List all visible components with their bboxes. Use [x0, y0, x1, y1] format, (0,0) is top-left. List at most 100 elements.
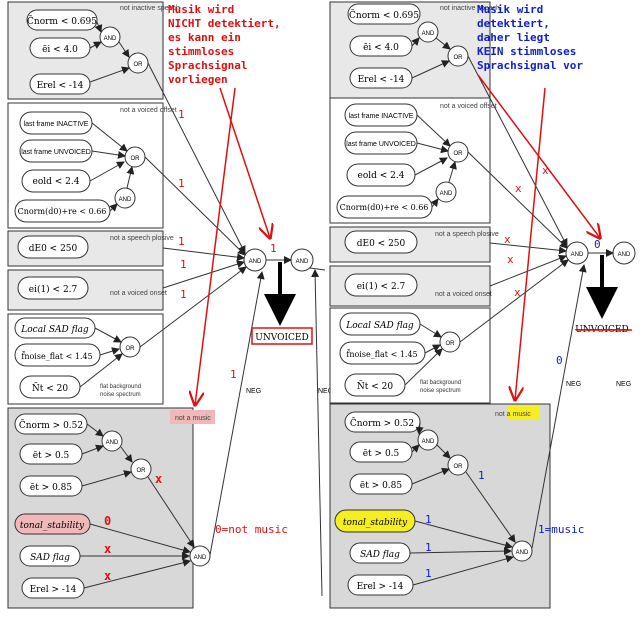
left-note-line1: Musik wird [168, 3, 234, 16]
right-group-6-box [329, 403, 551, 609]
svg-text:x: x [515, 182, 522, 195]
svg-text:last frame UNVOICED: last frame UNVOICED [346, 141, 416, 148]
right-cond-de0 [344, 230, 418, 254]
left-and-gate-3 [101, 430, 123, 452]
svg-text:AND: AND [618, 252, 631, 258]
svg-text:ei(1) < 2.7: ei(1) < 2.7 [357, 281, 406, 292]
svg-text:OR: OR [134, 62, 144, 68]
svg-text:f̄noise_flat < 1.45: f̄noise_flat < 1.45 [346, 349, 417, 359]
svg-text:ēi < 4.0: ēi < 4.0 [363, 43, 399, 53]
left-group-6-box [7, 407, 194, 609]
svg-text:AND: AND [119, 197, 132, 203]
svg-text:AND: AND [296, 259, 309, 265]
svg-text:OR: OR [446, 341, 456, 347]
svg-text:not a music: not a music [175, 415, 211, 422]
left-cond-de0 [17, 235, 89, 259]
left-group-1-label: not inactive speech [120, 5, 180, 12]
svg-text:not a voiced onset: not a voiced onset [435, 291, 492, 298]
svg-text:Cnorm(d0)+re < 0.66: Cnorm(d0)+re < 0.66 [340, 203, 429, 212]
left-panel: not inactive speech C̄norm < 0.695 ēi < … [7, 1, 333, 609]
left-and-gate-4 [189, 545, 211, 567]
svg-text:AND: AND [422, 439, 435, 445]
svg-text:OR: OR [137, 468, 147, 474]
left-not-music-label: 0=not music [215, 523, 288, 536]
svg-text:ei(1) < 2.7: ei(1) < 2.7 [29, 284, 78, 295]
svg-text:AND: AND [571, 252, 584, 258]
left-cond-ei-text: ēi < 4.0 [42, 45, 78, 55]
svg-text:AND: AND [422, 31, 435, 37]
svg-text:AND: AND [440, 191, 453, 197]
svg-text:0: 0 [104, 514, 111, 528]
svg-text:ēt > 0.85: ēt > 0.85 [360, 481, 403, 491]
svg-text:Erel < -14: Erel < -14 [358, 75, 405, 85]
svg-text:not a music: not a music [495, 411, 531, 418]
svg-text:ēt > 0.5: ēt > 0.5 [33, 451, 70, 461]
right-cond-ei1 [344, 273, 418, 297]
svg-text:Local SAD flag: Local SAD flag [20, 325, 89, 335]
svg-text:x: x [155, 472, 162, 486]
svg-text:tonal_stability: tonal_stability [20, 521, 85, 531]
svg-text:1: 1 [230, 368, 237, 381]
svg-text:Erel > -14: Erel > -14 [30, 585, 77, 595]
svg-text:eold < 2.4: eold < 2.4 [358, 171, 405, 181]
left-unvoiced-box [251, 327, 313, 345]
svg-text:AND: AND [516, 550, 529, 556]
svg-text:0: 0 [556, 354, 563, 367]
svg-text:Local SAD flag: Local SAD flag [345, 321, 414, 331]
svg-text:x: x [507, 253, 514, 266]
right-and-gate-2 [435, 181, 457, 203]
right-and-gate-4 [511, 540, 533, 562]
left-group-2-label: not a voiced offset [120, 107, 177, 114]
svg-text:Cnorm(d0)+re < 0.66: Cnorm(d0)+re < 0.66 [18, 207, 107, 216]
svg-text:ēt > 0.85: ēt > 0.85 [30, 483, 73, 493]
svg-text:SAD flag: SAD flag [30, 553, 70, 563]
left-cond-erel-text: Erel < -14 [37, 81, 84, 91]
right-music-label: 1=music [538, 523, 584, 536]
svg-text:OR: OR [454, 55, 464, 61]
svg-text:x: x [542, 164, 549, 177]
svg-text:1: 1 [180, 288, 187, 301]
svg-text:C̄norm > 0.52: C̄norm > 0.52 [350, 417, 414, 429]
svg-text:f̄noise_flat < 1.45: f̄noise_flat < 1.45 [21, 351, 92, 361]
right-note: Musik wird detektiert, daher liegt KEIN … [477, 3, 583, 72]
svg-text:OR: OR [454, 464, 464, 470]
svg-text:x: x [514, 286, 521, 299]
right-and-gate-3 [417, 429, 439, 451]
svg-text:OR: OR [126, 346, 136, 352]
svg-text:1: 1 [178, 177, 185, 190]
svg-text:1: 1 [270, 242, 277, 255]
left-neg-label-2: NEG [318, 388, 333, 395]
svg-text:1: 1 [178, 235, 185, 248]
left-cond-ei1 [17, 276, 89, 300]
svg-text:Erel > -14: Erel > -14 [357, 582, 404, 592]
right-or-gate-4 [447, 454, 469, 476]
svg-text:1: 1 [178, 108, 185, 121]
svg-text:x: x [104, 542, 111, 556]
right-not-music-highlight [507, 406, 539, 420]
right-cond-cnorm [347, 3, 421, 25]
svg-text:not a speech plosive: not a speech plosive [435, 231, 499, 238]
right-neg-label-1: NEG [566, 381, 581, 388]
left-unvoiced-label: UNVOICED [255, 333, 308, 343]
right-neg-label-2: NEG [616, 381, 631, 388]
left-neg-label-1: NEG [246, 388, 261, 395]
svg-text:C̄norm < 0.695: C̄norm < 0.695 [349, 9, 419, 21]
svg-text:1: 1 [425, 541, 432, 554]
left-and-gate-2 [114, 187, 136, 209]
right-and-gate-1 [417, 21, 439, 43]
left-cond-cnorm [26, 9, 98, 31]
svg-text:ēt > 0.5: ēt > 0.5 [363, 449, 400, 459]
svg-text:SAD flag: SAD flag [360, 550, 400, 560]
svg-text:x: x [504, 233, 511, 246]
svg-text:dE0 < 250: dE0 < 250 [29, 244, 78, 254]
right-panel: not inactive speech C̄norm < 0.695 ēi < … [329, 1, 636, 609]
svg-text:0: 0 [594, 238, 601, 251]
svg-text:last frame INACTIVE: last frame INACTIVE [24, 121, 89, 128]
svg-text:AND: AND [249, 259, 262, 265]
left-note: Musik wird NICHT detektiert, es kann ein… [168, 3, 287, 86]
svg-text:eold < 2.4: eold < 2.4 [33, 177, 80, 187]
svg-text:dE0 < 250: dE0 < 250 [357, 239, 406, 249]
svg-text:last frame UNVOICED: last frame UNVOICED [21, 149, 91, 156]
